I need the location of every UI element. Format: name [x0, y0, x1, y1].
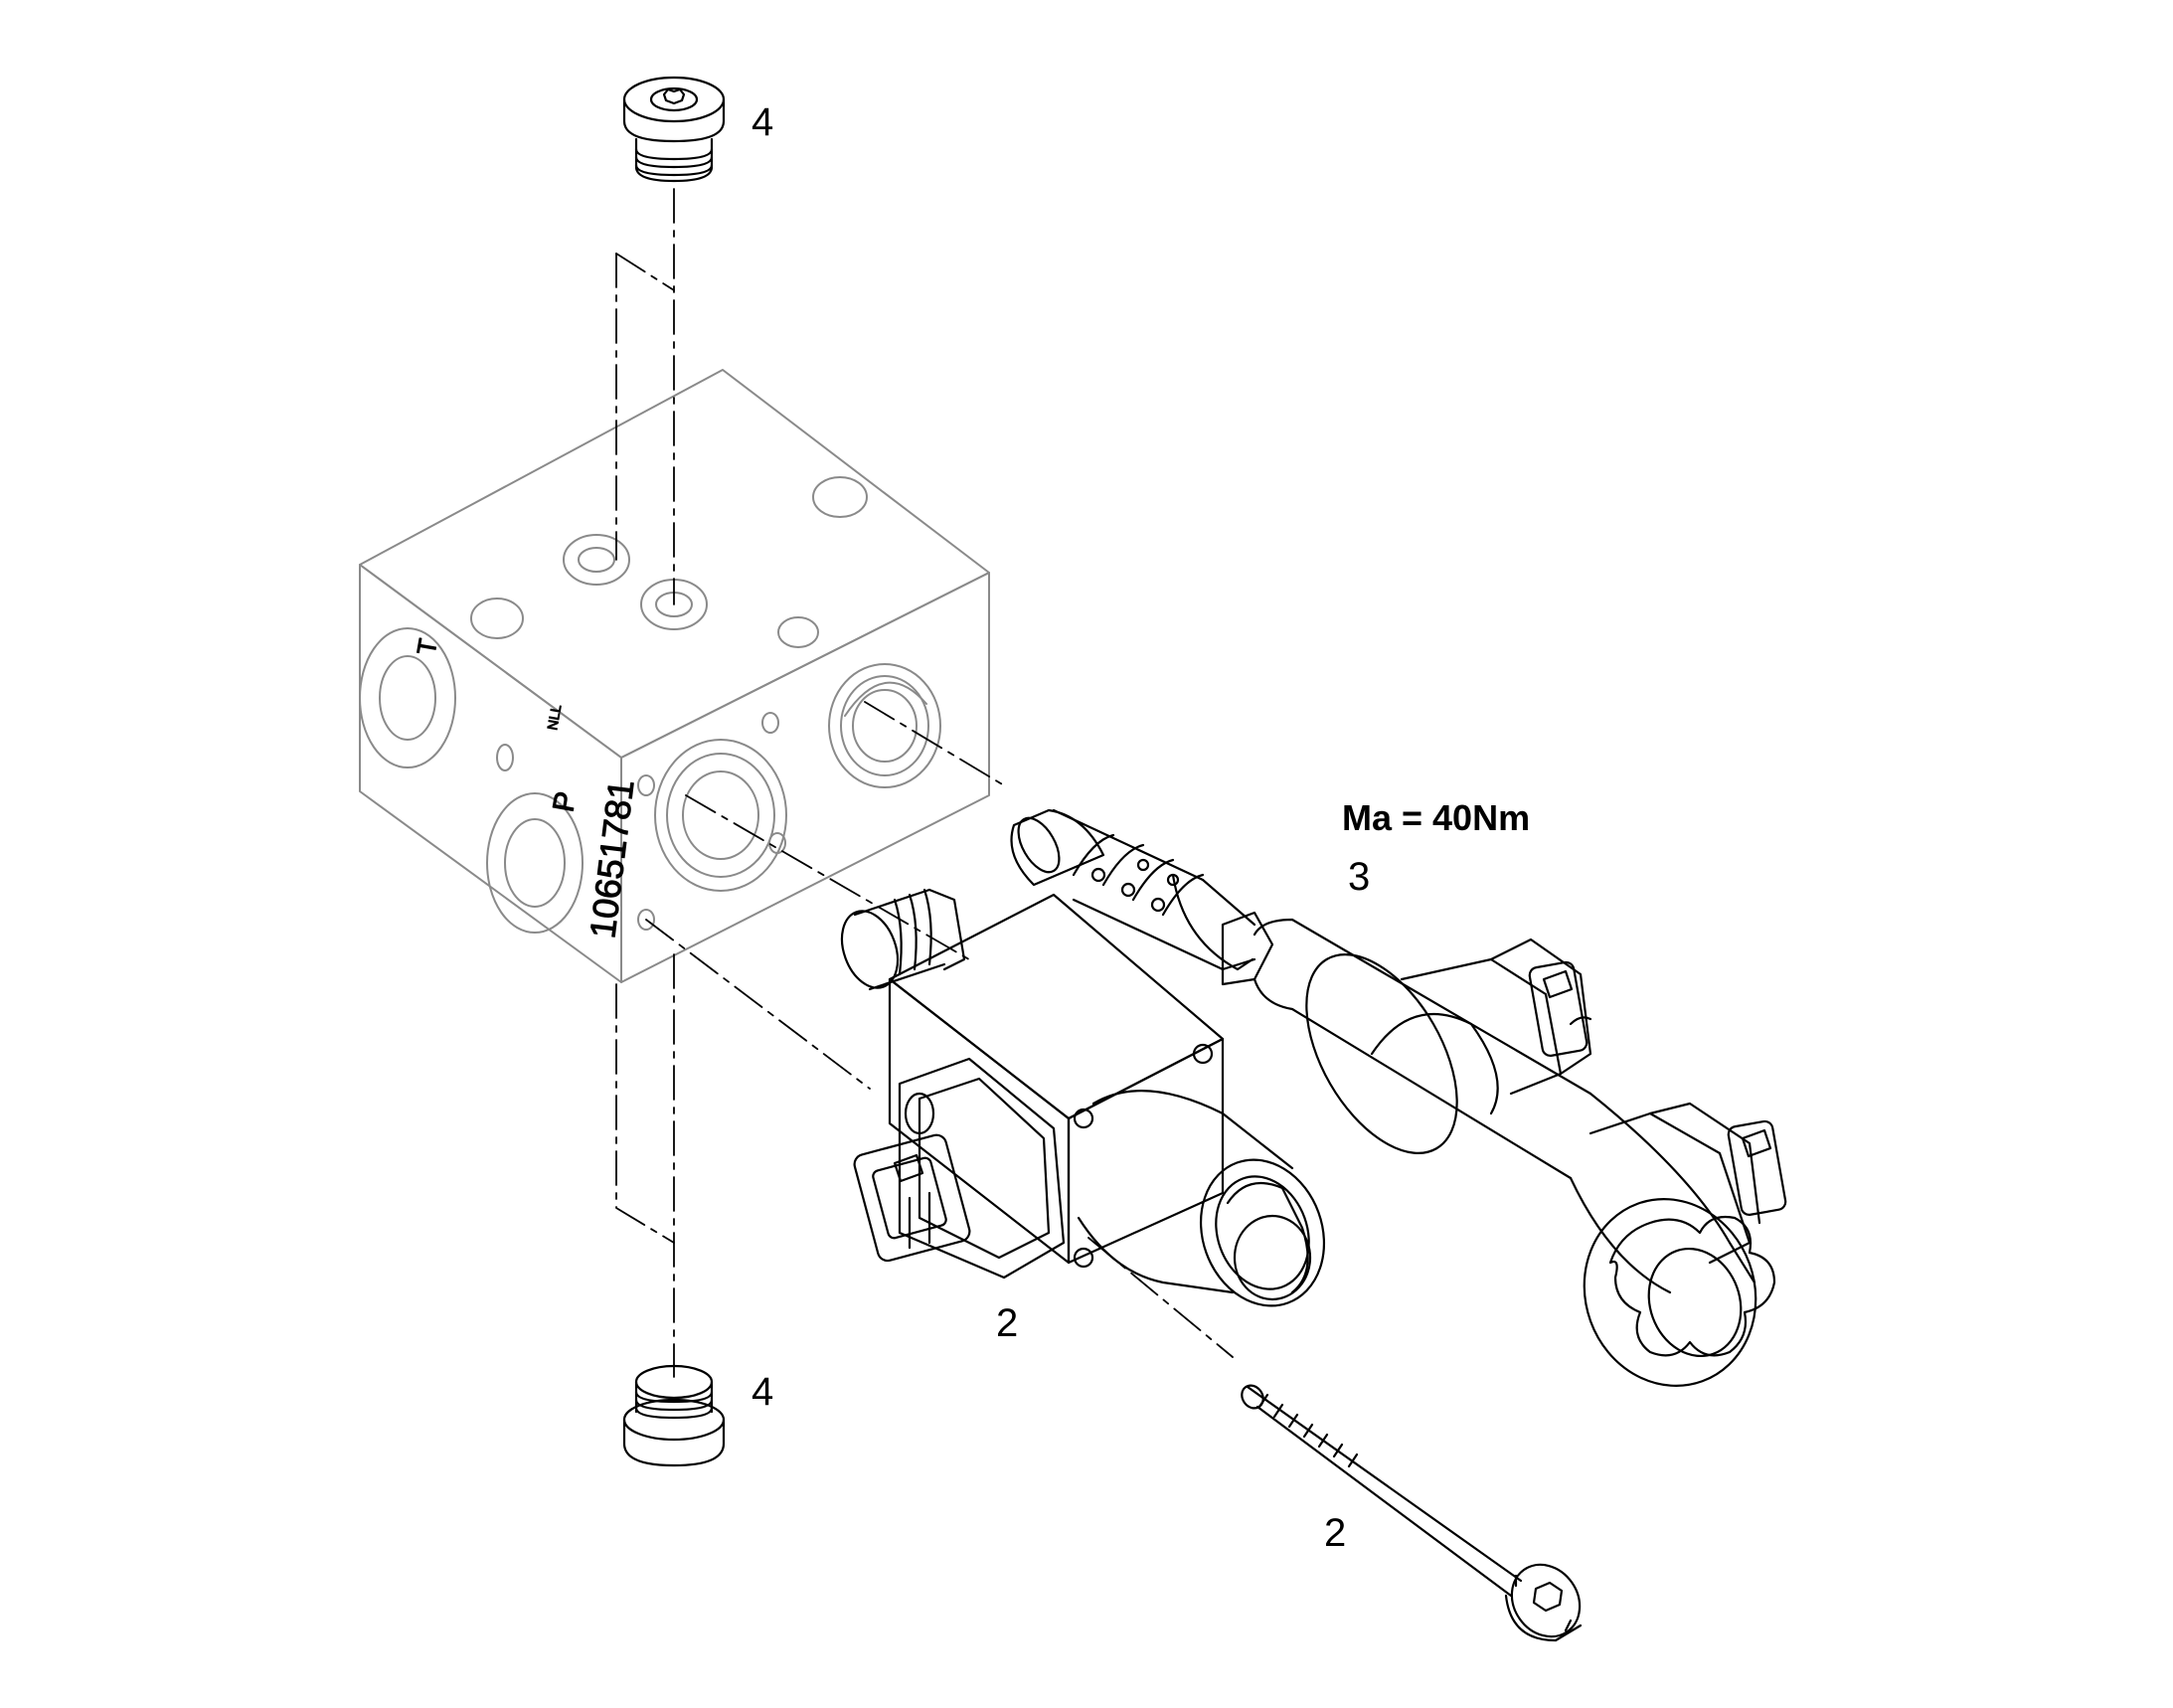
block-part-number: 10651781 — [582, 777, 641, 940]
block-port-t-mark: T — [411, 636, 442, 657]
cartridge-valve — [1010, 808, 1787, 1387]
callout-socket-screw: 2 — [1324, 1511, 1347, 1555]
callout-cartridge-valve: 3 — [1348, 855, 1371, 899]
manifold-block — [359, 369, 990, 983]
plug-bottom — [622, 1364, 726, 1467]
callout-plug-top: 4 — [752, 100, 774, 144]
torque-specification: Ma = 40Nm — [1342, 797, 1531, 838]
callout-solenoid-valve: 2 — [996, 1301, 1019, 1345]
assembly-center-lines — [615, 188, 1234, 1378]
socket-head-screw — [1241, 1384, 1583, 1642]
solenoid-valve — [840, 888, 1326, 1307]
plug-top — [622, 76, 726, 183]
block-port-p-mark: P — [547, 789, 583, 814]
block-small-mark: NLL — [544, 703, 564, 731]
callout-plug-bottom: 4 — [752, 1370, 774, 1414]
